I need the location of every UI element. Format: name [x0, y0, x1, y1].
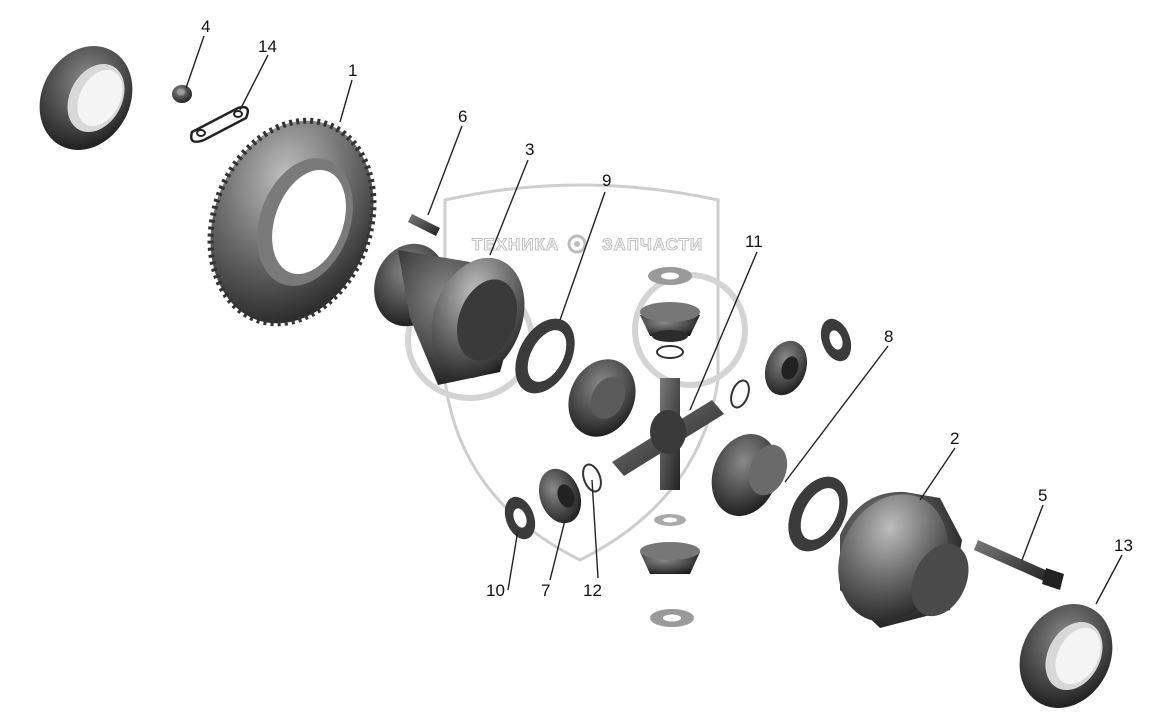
callout-11: 11 — [745, 232, 763, 251]
leader-3 — [489, 159, 529, 256]
callout-13: 13 — [1114, 536, 1133, 555]
right-small-ring — [730, 379, 750, 409]
upper-planet-gear — [640, 302, 700, 342]
leader-11 — [689, 251, 758, 411]
part-10-washer — [504, 496, 536, 540]
watermark: ТЕХНИКА ЗАПЧАСТИ — [405, 183, 748, 562]
callout-12: 12 — [583, 581, 602, 600]
leader-9 — [559, 191, 606, 321]
callout-14: 14 — [258, 37, 277, 56]
left-side-gear — [568, 359, 636, 437]
part-7-planet-gear — [538, 468, 582, 524]
callout-6: 6 — [458, 107, 467, 126]
callout-labels: 1 2 3 4 5 6 7 8 9 10 11 12 13 14 — [201, 17, 1133, 600]
upper-ring — [656, 345, 684, 359]
callout-5: 5 — [1038, 486, 1047, 505]
leader-7 — [549, 519, 566, 581]
part-2-case-half — [838, 491, 969, 628]
part-9-thrust-washer — [515, 318, 575, 394]
leader-12 — [591, 479, 599, 579]
lower-ring — [654, 514, 686, 526]
left-bearing — [39, 46, 133, 150]
leader-4 — [185, 35, 205, 89]
part-8-side-gear — [711, 434, 788, 516]
callout-leaders — [185, 35, 1123, 605]
lower-washer — [650, 609, 694, 627]
part-12-ring — [582, 463, 602, 493]
part-1-ring-gear — [207, 117, 377, 327]
right-planet-gear — [764, 340, 808, 396]
part-11-spider-cross — [612, 378, 724, 490]
leader-1 — [339, 79, 353, 123]
leader-13 — [1095, 554, 1123, 605]
gear-icon — [567, 234, 587, 254]
callout-8: 8 — [884, 327, 893, 346]
callout-2: 2 — [950, 429, 959, 448]
callout-7: 7 — [541, 581, 550, 600]
callout-3: 3 — [525, 140, 534, 159]
part-3-case-half — [374, 243, 525, 385]
watermark-right-text: ЗАПЧАСТИ — [602, 235, 703, 254]
part-13-bearing — [1019, 604, 1113, 708]
upper-washer — [648, 267, 692, 285]
callout-4: 4 — [201, 17, 210, 36]
leader-5 — [1021, 504, 1044, 561]
callout-1: 1 — [348, 61, 357, 80]
part-4-nut — [172, 85, 192, 103]
lower-planet-gear — [640, 542, 700, 574]
part-5-bolt — [974, 540, 1064, 590]
callout-9: 9 — [602, 171, 611, 190]
part-14-lock-plate — [190, 105, 249, 143]
leader-14 — [239, 54, 269, 111]
watermark-left-text: ТЕХНИКА — [472, 235, 559, 254]
part-6-pin — [408, 214, 440, 236]
right-thrust-washer — [788, 476, 848, 552]
leader-2 — [919, 447, 956, 501]
leader-8 — [784, 345, 889, 483]
right-washer — [820, 318, 852, 362]
leader-6 — [427, 125, 463, 216]
callout-10: 10 — [486, 581, 505, 600]
leader-10 — [507, 529, 519, 591]
